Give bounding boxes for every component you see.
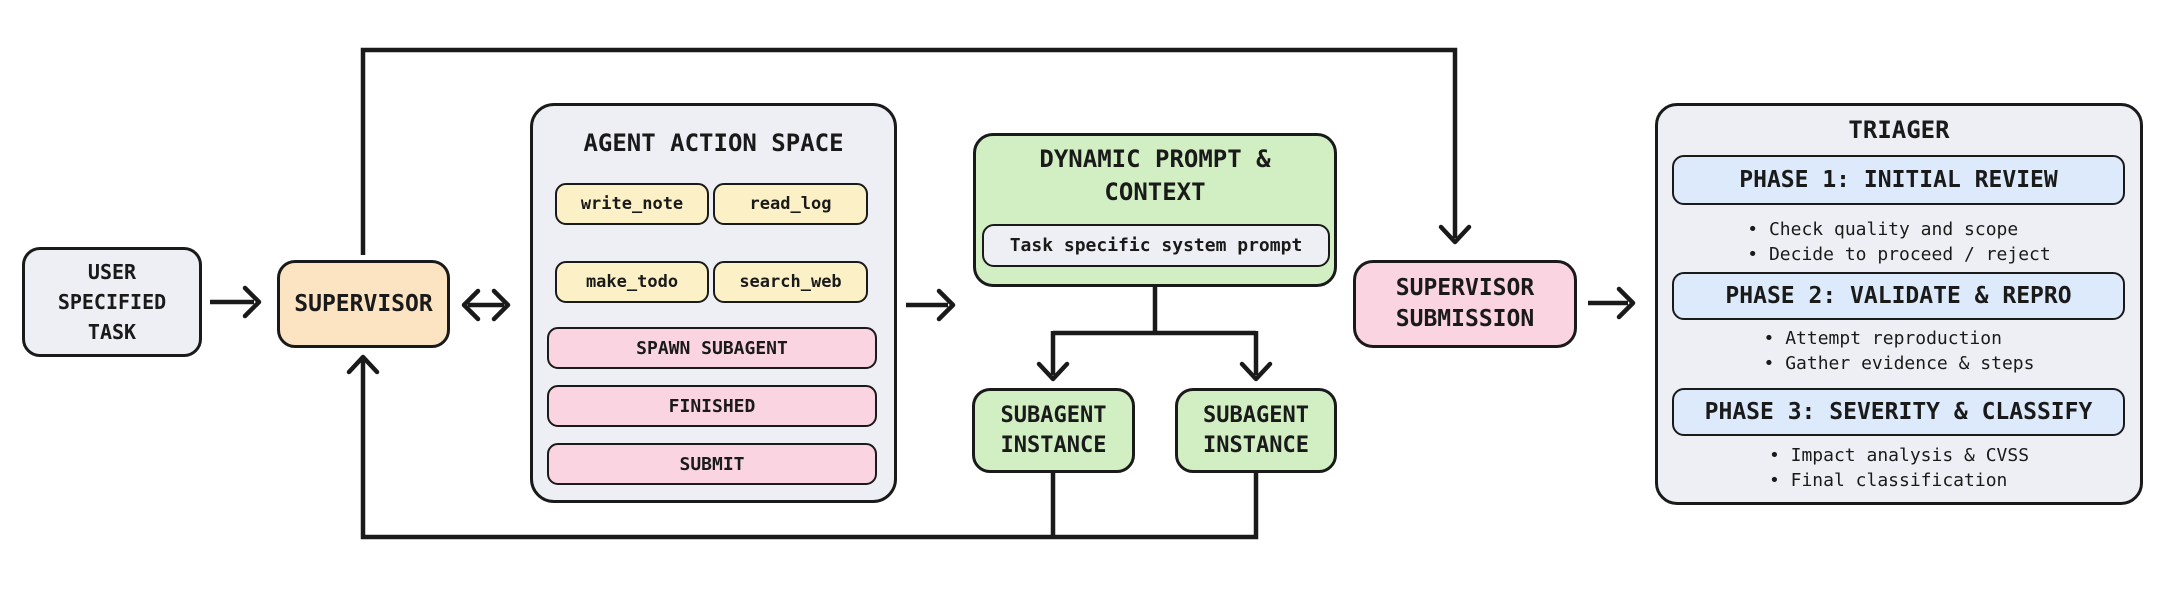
subagent-line: SUBAGENT [1000,402,1107,428]
arrow-supervisor-actionspace-bidirectional [461,288,511,322]
dynamic-prompt-title-line: DYNAMIC PROMPT & [1039,145,1271,173]
bullet-item: • Decide to proceed / reject [1747,244,2051,265]
node-user-specified-task: USER SPECIFIED TASK [22,247,202,357]
arrow-actionspace-to-prompt [906,288,956,322]
tool-pill-make-todo: make_todo [555,261,709,303]
action-pill-finished: FINISHED [547,385,877,427]
subagent-line: SUBAGENT [1203,402,1309,428]
panel-agent-action-space [530,103,897,503]
user-task-line: TASK [87,320,137,344]
bullet-item: • Final classification [1768,470,2008,491]
submission-line: SUBMISSION [1395,306,1535,332]
node-subagent-instance-right: SUBAGENT INSTANCE [1175,388,1337,473]
agent-action-space-title: AGENT ACTION SPACE [583,129,844,157]
node-subagent-instance-left: SUBAGENT INSTANCE [972,388,1135,473]
bullet-item: • Attempt reproduction [1763,328,2002,349]
tool-pill-search-web: search_web [713,261,868,303]
tool-pill-write-note: write_note [555,183,709,225]
node-supervisor-submission: SUPERVISOR SUBMISSION [1353,260,1577,348]
tool-pill-read-log: read_log [713,183,868,225]
arrow-user-to-supervisor [210,285,262,319]
dynamic-prompt-title-line: CONTEXT [1104,178,1206,206]
node-supervisor: SUPERVISOR [277,260,450,348]
phase-1-pill: PHASE 1: INITIAL REVIEW [1672,155,2125,205]
user-task-line: SPECIFIED [57,290,167,314]
phase-1-bullets: • Check quality and scope • Decide to pr… [1655,217,2143,267]
phase-2-pill: PHASE 2: VALIDATE & REPRO [1672,272,2125,320]
arrow-supervisor-to-submission-loop [360,47,1472,255]
bullet-item: • Gather evidence & steps [1763,353,2035,374]
arrow-subagents-to-supervisor-loop [346,354,1259,540]
supervisor-label: SUPERVISOR [294,290,433,317]
phase-2-bullets: • Attempt reproduction • Gather evidence… [1655,326,2143,376]
subagent-line: INSTANCE [1000,432,1107,458]
arrow-submission-to-triager [1588,286,1636,320]
triager-title: TRIAGER [1848,116,1950,144]
submission-line: SUPERVISOR [1395,275,1535,301]
phase-3-bullets: • Impact analysis & CVSS • Final classif… [1655,443,2143,493]
arrow-prompt-to-subagents [1036,285,1273,382]
action-pill-spawn-subagent: SPAWN SUBAGENT [547,327,877,369]
phase-3-pill: PHASE 3: SEVERITY & CLASSIFY [1672,388,2125,436]
task-specific-system-prompt-pill: Task specific system prompt [982,224,1330,267]
bullet-item: • Impact analysis & CVSS [1768,445,2030,466]
bullet-item: • Check quality and scope [1747,219,2019,240]
action-pill-submit: SUBMIT [547,443,877,485]
subagent-line: INSTANCE [1203,432,1309,458]
user-task-line: USER [87,260,137,284]
